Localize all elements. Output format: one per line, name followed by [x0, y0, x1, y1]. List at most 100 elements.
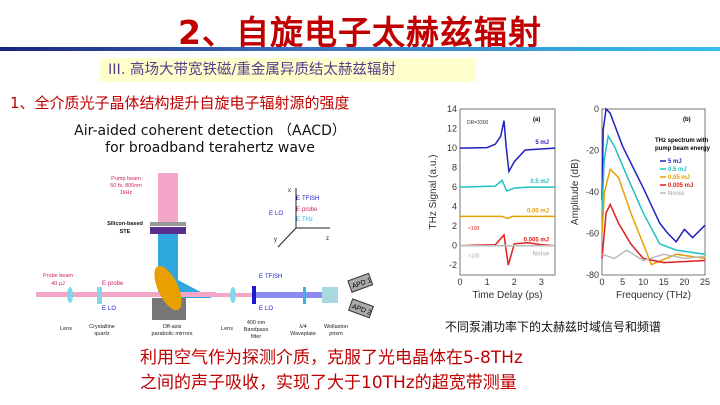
component-label: quartz	[94, 331, 110, 337]
title-divider	[0, 47, 720, 51]
annotation-x100-noise: ×100	[468, 253, 479, 259]
axis-y-label: y	[274, 237, 277, 243]
axes-icon	[277, 188, 330, 248]
y-axis-label: THz Signal (a.u.)	[428, 154, 439, 229]
y-tick-label: -60	[586, 229, 599, 239]
probe-beam	[36, 292, 216, 297]
series-label: 5 mJ	[535, 140, 549, 146]
legend-entry: 5 mJ	[668, 159, 682, 165]
y-tick-label: 4	[452, 202, 457, 212]
ste-label: STE	[120, 229, 131, 235]
legend-entry: 0.005 mJ	[668, 183, 693, 189]
component-label: λ/4	[299, 324, 306, 330]
y-tick-label: -2	[449, 260, 457, 270]
ste-label: Silicon-based	[107, 221, 143, 227]
annotation-dr: DR=3300	[467, 120, 488, 126]
lens-2	[230, 287, 236, 303]
component-label: Lens	[221, 326, 233, 332]
y-tick-label: -20	[586, 146, 599, 156]
e-symbol: E	[269, 211, 273, 217]
e-symbol: E	[259, 306, 263, 312]
legend-title: THz spectrum with	[655, 138, 709, 144]
lens-1	[67, 287, 73, 303]
y-tick-label: 10	[447, 143, 457, 153]
series-line-0.005-mJ	[601, 202, 706, 264]
component-label: Lens	[60, 326, 72, 332]
bandpass-filter	[252, 286, 256, 304]
x-tick-label: 2	[512, 277, 517, 287]
legend-entry: Noise	[668, 191, 685, 197]
probe-label: 40 μJ	[51, 281, 65, 287]
y-tick-label: 6	[452, 182, 457, 192]
x-tick-label: 3	[539, 277, 544, 287]
apd-2: APD 2	[347, 298, 374, 319]
series-line-0.5-mJ	[601, 133, 706, 256]
e-tfish-label: TFISH	[302, 196, 319, 202]
component-label: Waveplate	[290, 331, 316, 337]
panel-label: (b)	[683, 117, 691, 123]
x-axis-label: Frequency (THz)	[616, 290, 691, 301]
x-tick-label: 5	[620, 277, 625, 287]
x-tick-label: 0	[599, 277, 604, 287]
series-label: 0.5 mJ	[530, 179, 549, 185]
detection-beam	[253, 292, 325, 298]
e-symbol: E	[296, 217, 300, 223]
y-tick-label: 12	[447, 124, 457, 134]
waveplate	[303, 287, 306, 304]
x-tick-label: 25	[700, 277, 710, 287]
legend-entry: 0.05 mJ	[668, 175, 690, 181]
plot-frame	[459, 108, 556, 276]
series-label: Noise	[533, 252, 550, 258]
series-line-5-mJ	[601, 107, 706, 243]
x-tick-label: 15	[659, 277, 669, 287]
e-lo-label: LO	[275, 211, 283, 217]
series-label: 0.005 mJ	[524, 238, 549, 244]
axis-z-label: z	[326, 236, 329, 242]
series-label: 0.05 mJ	[527, 208, 549, 214]
component-label: filter	[251, 334, 262, 340]
panel-label: (a)	[533, 117, 540, 123]
e-symbol: E	[102, 281, 106, 287]
series-line-0.05-mJ	[460, 215, 555, 220]
y-tick-label: 0	[452, 241, 457, 251]
axis-x-label: x	[288, 188, 291, 194]
component-label: Off-axis	[163, 324, 182, 330]
apd-1: APD 1	[347, 272, 374, 293]
e-symbol: E	[259, 274, 263, 280]
e-symbol: E	[296, 196, 300, 202]
conclusion-line-2: 之间的声子吸收，实现了大于10THz的超宽带测量	[140, 373, 517, 393]
probe-label: Probe beam	[43, 273, 73, 279]
x-axis-label: Time Delay (ps)	[472, 290, 542, 301]
e-tfish-label: TFISH	[265, 274, 282, 280]
crystalline-quartz	[97, 287, 102, 304]
aacd-title-2: for broadband terahertz wave	[105, 140, 315, 156]
ste-emitter	[150, 227, 186, 234]
y-axis-label: Amplitude (dB)	[570, 159, 581, 225]
e-probe-label: probe	[302, 207, 318, 213]
legend-title: pump beam energy	[655, 146, 711, 152]
series-line-0.5-mJ	[459, 179, 555, 192]
legend-entry: 0.5 mJ	[668, 167, 687, 173]
pump-label: 1kHz	[120, 190, 133, 196]
y-tick-label: 8	[452, 163, 457, 173]
section-subtitle: III. 高场大带宽铁磁/重金属异质结太赫兹辐射	[100, 58, 476, 82]
pump-label: Pump beam	[111, 176, 141, 182]
component-label: 400 nm	[247, 320, 266, 326]
e-symbol: E	[296, 207, 300, 213]
annotation-x100: ×100	[468, 226, 479, 232]
pump-label: 50 fs, 800nm	[110, 183, 142, 189]
aacd-title-1: Air-aided coherent detection （AACD）	[74, 123, 346, 139]
x-tick-label: 20	[679, 277, 689, 287]
pump-beam	[158, 173, 178, 223]
figure-caption: 不同泵浦功率下的太赫兹时域信号和频谱	[445, 320, 662, 334]
y-tick-label: -40	[586, 187, 599, 197]
e-lo-label: LO	[265, 306, 273, 312]
component-label: Bandpass	[244, 327, 269, 333]
point-heading: 1、全介质光子晶体结构提升自旋电子辐射源的强度	[10, 94, 350, 112]
e-symbol: E	[102, 306, 106, 312]
conclusion-line-1: 利用空气作为探测介质，克服了光电晶体在5-8THz	[140, 348, 523, 368]
e-thz-label: THz	[302, 217, 313, 223]
